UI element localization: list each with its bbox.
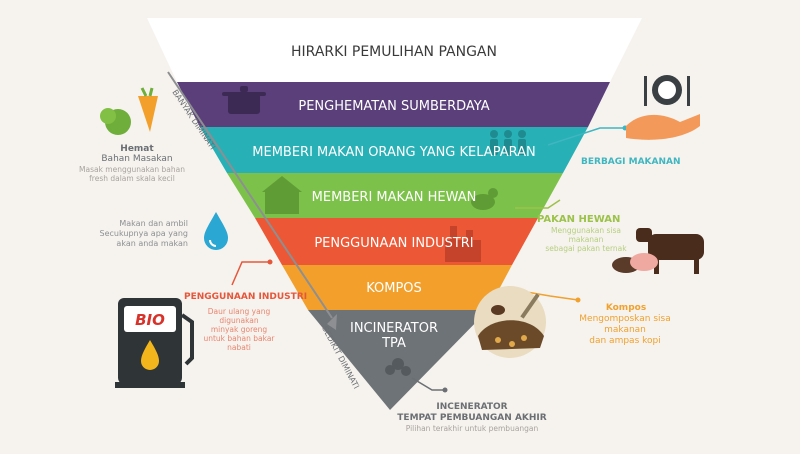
pyramid-title-band xyxy=(147,18,642,82)
makan-desc-3: akan anda makan xyxy=(116,239,188,248)
berbagi-label: BERBAGI MAKANAN xyxy=(581,157,681,167)
hemat-desc-1: Masak menggunakan bahan xyxy=(79,165,185,174)
level-label-4: PENGGUNAAN INDUSTRI xyxy=(314,236,473,251)
hemat-title: Hemat xyxy=(120,144,154,154)
factory-icon xyxy=(445,226,481,262)
bio-fuel-pump-icon xyxy=(115,298,194,388)
bird-icon xyxy=(471,188,498,210)
industri-desc-5: nabati xyxy=(227,343,251,352)
kompos-desc-1: Mengomposkan sisa xyxy=(579,314,671,324)
hemat-subtitle: Bahan Masakan xyxy=(101,154,173,164)
industri-title: PENGGUNAAN INDUSTRI xyxy=(184,292,308,302)
makan-desc-2: Secukupnya apa yang xyxy=(99,229,188,238)
people-icon xyxy=(490,130,526,155)
level-label-6b: TPA xyxy=(381,336,406,351)
plate-hand-icon xyxy=(626,75,700,140)
level-label-2: MEMBERI MAKAN ORANG YANG KELAPARAN xyxy=(252,145,535,160)
incinerator-title-2: TEMPAT PEMBUANGAN AKHIR xyxy=(397,413,547,423)
level-label-5: KOMPOS xyxy=(366,281,422,296)
hemat-desc-2: fresh dalam skala kecil xyxy=(89,174,175,183)
level-label-3: MEMBERI MAKAN HEWAN xyxy=(312,190,477,205)
bio-label: BIO xyxy=(135,311,165,329)
band-memberi-makan-orang xyxy=(200,127,588,173)
arrow-icon xyxy=(167,71,337,330)
industri-desc-4: untuk bahan bakar xyxy=(203,334,275,343)
cow-pig-icon xyxy=(612,228,704,274)
pakan-desc-2: makanan xyxy=(568,235,604,244)
pakan-desc-3: sebagai pakan ternak xyxy=(545,244,627,253)
incinerator-title-1: INCENERATOR xyxy=(436,402,508,412)
incinerator-desc: Pilihan terakhir untuk pembuangan xyxy=(405,424,539,433)
pyramid-title: HIRARKI PEMULIHAN PANGAN xyxy=(291,44,497,60)
kompos-desc-3: dan ampas kopi xyxy=(589,336,661,346)
kompos-desc-2: makanan xyxy=(604,325,646,335)
pot-icon xyxy=(222,86,266,114)
industri-desc-1: Daur ulang yang xyxy=(207,307,271,316)
connector-incinerator xyxy=(411,377,445,391)
smoke-icon xyxy=(385,358,411,376)
level-label-6a: INCINERATOR xyxy=(350,321,438,336)
compost-icon xyxy=(474,286,546,358)
vegetables-icon xyxy=(100,87,158,135)
water-drop-icon xyxy=(204,212,228,250)
band-penghematan xyxy=(177,82,610,127)
pakan-desc-1: Menggunakan sisa xyxy=(551,226,621,235)
level-label-1: PENGHEMATAN SUMBERDAYA xyxy=(298,99,489,114)
industri-desc-3: minyak goreng xyxy=(210,325,268,334)
industri-desc-2: digunakan xyxy=(219,316,259,325)
pakan-title: PAKAN HEWAN xyxy=(537,214,621,225)
band-kompos xyxy=(282,265,512,310)
barn-icon xyxy=(262,176,302,214)
kompos-title: Kompos xyxy=(605,303,647,313)
connector-industri xyxy=(231,261,270,286)
connector-pakan xyxy=(515,199,561,209)
connector-berbagi xyxy=(547,127,625,146)
makan-desc-1: Makan dan ambil xyxy=(119,219,188,228)
